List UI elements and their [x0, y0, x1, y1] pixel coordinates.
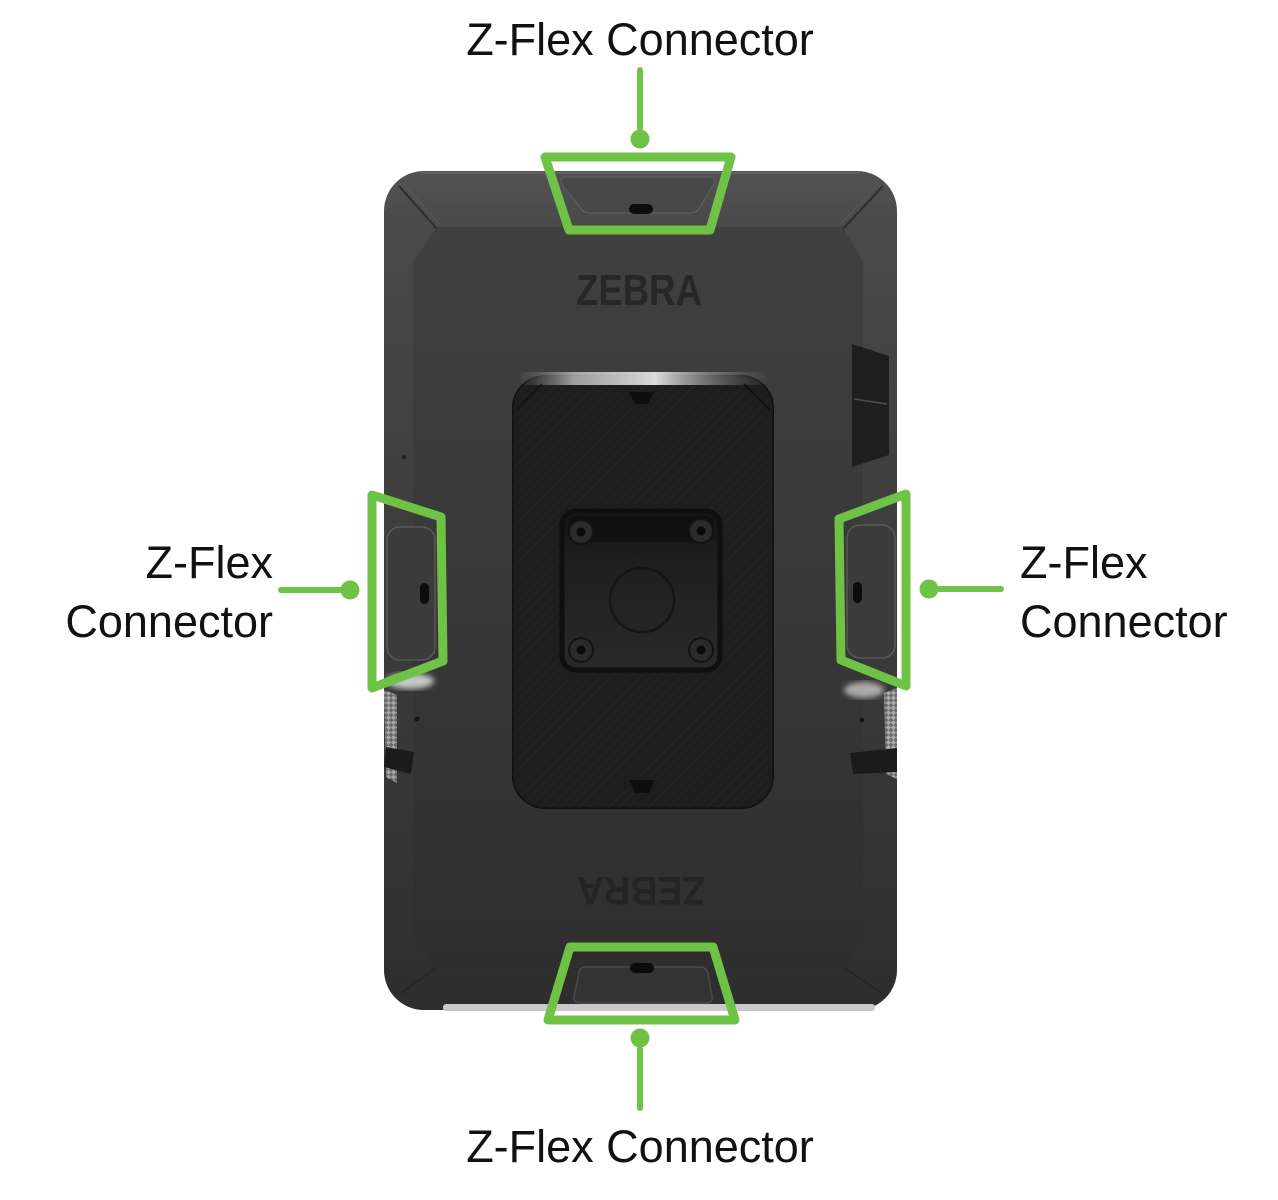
- connector-highlight-left: [367, 490, 448, 693]
- mounting-screws: [568, 518, 714, 663]
- plate-center-boss: [608, 566, 676, 634]
- bottom-connector-slot: [630, 963, 654, 973]
- connector-highlight-bottom: [543, 942, 740, 1025]
- left-connector-slot: [420, 583, 429, 604]
- mounting-recess: [559, 508, 723, 673]
- right-port-bay: [852, 344, 889, 467]
- left-connector-door: [386, 526, 436, 661]
- callout-label-left: Z-Flex Connector: [65, 537, 273, 647]
- connector-highlight-top: [540, 152, 736, 235]
- mounting-plate: [512, 372, 774, 809]
- callout-label-top: Z-Flex Connector: [466, 14, 814, 65]
- plate-bottom-notch: [629, 780, 655, 793]
- right-connector-door: [846, 524, 896, 659]
- bottom-connector-door: [573, 963, 713, 1004]
- top-connector-slot: [629, 204, 653, 214]
- brand-logo-top: ZEBRA: [576, 266, 702, 315]
- plate-top-notch: [629, 392, 654, 404]
- bottom-edge-highlight: [443, 1004, 875, 1011]
- left-mic-hole: [414, 716, 420, 722]
- right-connector-slot: [853, 582, 862, 603]
- corner-bevels: [398, 185, 884, 994]
- callout-dot-bottom: [630, 1028, 650, 1048]
- brand-logo-bottom: ZEBRA: [577, 868, 705, 912]
- callout-label-bottom: Z-Flex Connector: [466, 1121, 814, 1172]
- callout-dot-left: [340, 580, 360, 600]
- plate-top-shine: [519, 372, 767, 385]
- connector-highlight-right: [834, 489, 911, 691]
- corner-bevel-highlights: [402, 182, 880, 227]
- top-connector-door: [560, 176, 716, 214]
- callout-dot-top: [630, 129, 650, 149]
- callout-label-right: Z-Flex Connector: [1020, 537, 1228, 647]
- right-mic-hole: [859, 717, 865, 723]
- side-details: [384, 344, 897, 783]
- callout-dot-right: [919, 579, 939, 599]
